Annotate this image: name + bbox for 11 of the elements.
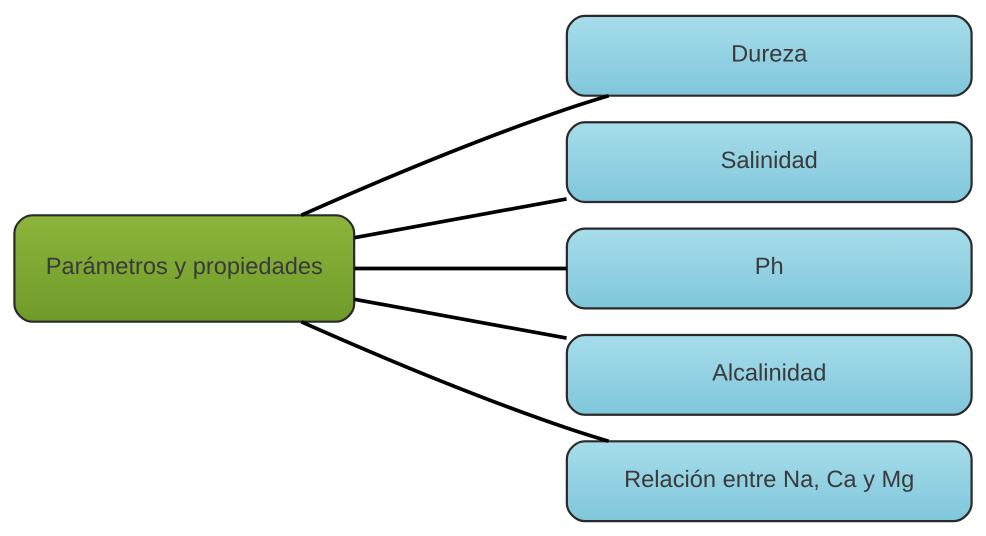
connector (300, 93, 610, 216)
connector (354, 196, 567, 239)
node-box: Salinidad (566, 120, 973, 203)
node-box: Alcalinidad (566, 333, 973, 416)
node-box: Dureza (566, 14, 973, 96)
connector (354, 297, 567, 340)
connector (354, 266, 567, 270)
node-box: Parámetros y propiedades (13, 214, 356, 322)
connector (300, 320, 610, 443)
node-box: Relación entre Na, Ca y Mg (566, 440, 973, 522)
node-box: Ph (566, 227, 973, 309)
